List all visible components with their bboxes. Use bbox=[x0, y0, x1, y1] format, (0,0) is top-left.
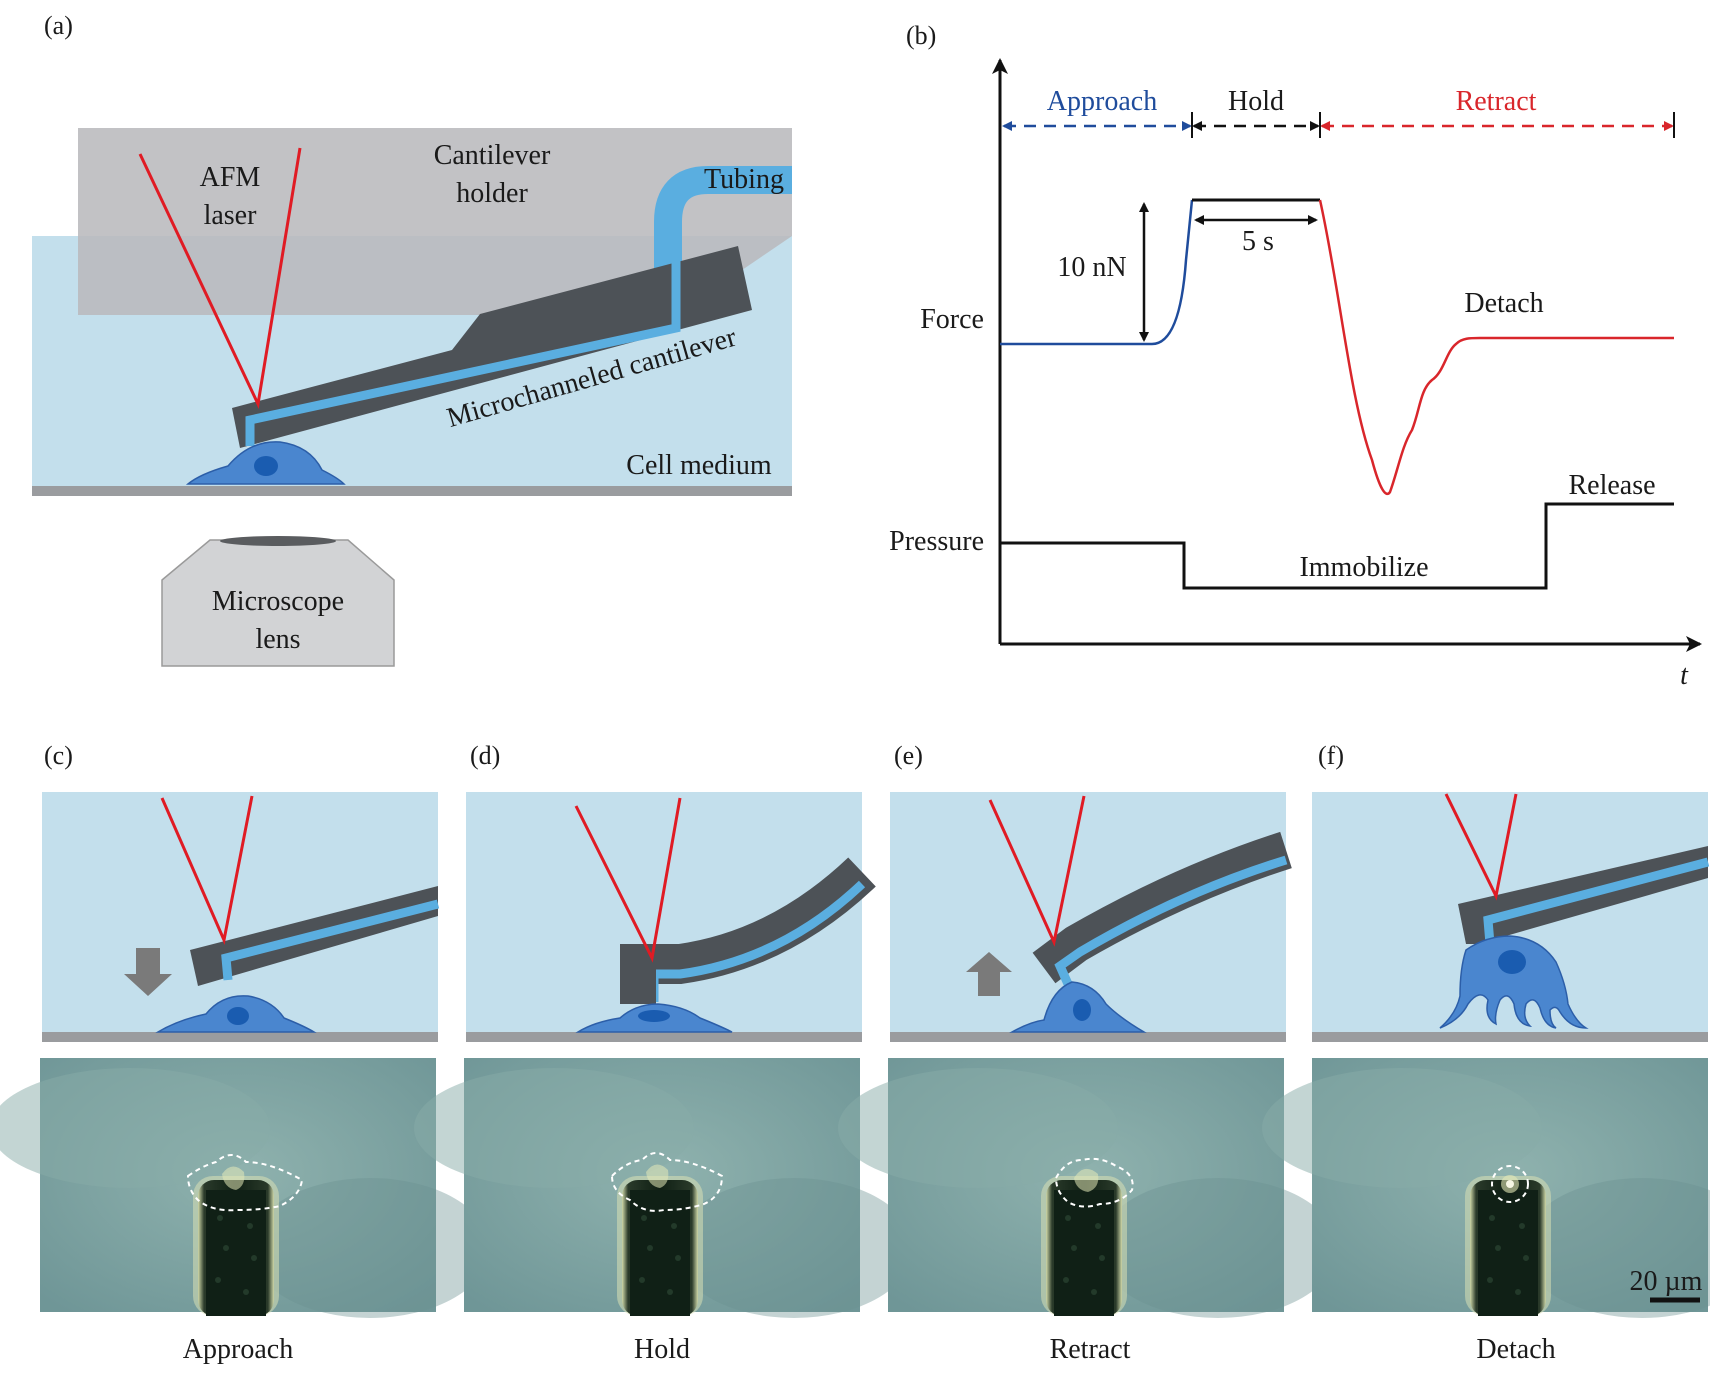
release-label: Release bbox=[1568, 470, 1655, 501]
panel-a-label: (a) bbox=[44, 11, 73, 40]
panel-c-caption: Approach bbox=[183, 1334, 293, 1365]
afm-label-2: laser bbox=[204, 200, 258, 231]
lens-glass-icon bbox=[220, 536, 336, 546]
afm-label-1: AFM bbox=[200, 162, 261, 193]
force-axis-label: Force bbox=[920, 304, 984, 335]
panel-b: (b) t Approach Hold Retract 10 nN 5 s De… bbox=[889, 21, 1702, 691]
holder-label-2: holder bbox=[456, 178, 528, 209]
panel-f-cell-outline bbox=[1491, 1165, 1529, 1203]
panel-d-substrate bbox=[466, 1032, 862, 1042]
panel-c: (c) Approach bbox=[0, 741, 490, 1365]
medium-label: Cell medium bbox=[626, 450, 772, 481]
phase-hold-label: Hold bbox=[1228, 86, 1284, 117]
force-scale-label: 10 nN bbox=[1057, 252, 1126, 283]
panel-f-nucleus-icon bbox=[1498, 950, 1526, 974]
panel-f-channel bbox=[1483, 857, 1710, 945]
panel-c-laser bbox=[160, 795, 254, 946]
panel-f-cell-icon bbox=[1439, 935, 1589, 1029]
microchannel bbox=[245, 238, 681, 446]
scale-bar-label: 20 µm bbox=[1630, 1266, 1703, 1297]
panel-d-nucleus-icon bbox=[638, 1010, 670, 1022]
panel-d-channel bbox=[649, 880, 866, 1002]
force-curve-retract bbox=[1318, 199, 1674, 495]
pressure-curve bbox=[1000, 502, 1674, 590]
substrate bbox=[32, 486, 792, 496]
panel-d-cantilever bbox=[620, 857, 876, 984]
panel-f-caption: Detach bbox=[1476, 1334, 1555, 1365]
panel-e-laser bbox=[988, 795, 1086, 947]
panel-e-cell-outline bbox=[1054, 1157, 1134, 1208]
pressure-axis-label: Pressure bbox=[889, 526, 984, 557]
phase-retract-label: Retract bbox=[1456, 86, 1537, 117]
time-axis-label: t bbox=[1680, 660, 1689, 691]
panel-e-substrate bbox=[890, 1032, 1286, 1042]
panel-e-up-arrow-icon bbox=[966, 952, 1012, 996]
panel-b-label: (b) bbox=[906, 21, 936, 50]
phase-approach-label: Approach bbox=[1047, 86, 1157, 117]
panel-e-cantilever bbox=[1032, 831, 1292, 984]
panel-c-micrograph bbox=[0, 1058, 490, 1318]
lens-label-2: lens bbox=[255, 624, 300, 655]
panel-a: (a) AFM laser Cantilever holder Tubing M… bbox=[32, 11, 792, 667]
panel-f-substrate bbox=[1312, 1032, 1708, 1042]
panel-d-laser bbox=[574, 797, 682, 963]
panel-e-label: (e) bbox=[894, 741, 923, 770]
panel-c-nucleus-icon bbox=[227, 1007, 249, 1025]
detach-label: Detach bbox=[1464, 288, 1543, 319]
nucleus-icon bbox=[254, 456, 278, 476]
panel-d-caption: Hold bbox=[634, 1334, 690, 1365]
panel-f: (f) 20 µm Detach bbox=[1262, 741, 1710, 1365]
hold-duration-label: 5 s bbox=[1242, 226, 1274, 257]
tubing-label: Tubing bbox=[704, 164, 784, 195]
lens-label-1: Microscope bbox=[212, 586, 344, 617]
panel-e: (e) Retract bbox=[838, 741, 1338, 1365]
cantilever-holder bbox=[78, 128, 792, 315]
panel-f-label: (f) bbox=[1318, 741, 1344, 770]
panel-c-label: (c) bbox=[44, 741, 73, 770]
laser-beam bbox=[138, 147, 302, 409]
panel-c-cell-outline bbox=[186, 1154, 304, 1212]
holder-label-1: Cantilever bbox=[434, 140, 551, 171]
tubing-icon bbox=[654, 166, 792, 312]
panel-c-substrate bbox=[42, 1032, 438, 1042]
panel-c-down-arrow-icon bbox=[124, 948, 172, 996]
panel-d: (d) Hold bbox=[414, 741, 914, 1365]
microscope-lens bbox=[161, 539, 395, 667]
panel-e-channel bbox=[1054, 855, 1288, 986]
panel-c-channel bbox=[221, 899, 440, 981]
panel-f-laser bbox=[1444, 793, 1518, 901]
immobilize-label: Immobilize bbox=[1299, 552, 1428, 583]
panel-d-cell-outline bbox=[610, 1152, 724, 1212]
panel-e-nucleus-icon bbox=[1073, 999, 1091, 1021]
force-curve-approach bbox=[1000, 199, 1194, 346]
panel-d-micrograph bbox=[414, 1058, 914, 1318]
panel-d-label: (d) bbox=[470, 741, 500, 770]
panel-e-caption: Retract bbox=[1050, 1334, 1131, 1365]
